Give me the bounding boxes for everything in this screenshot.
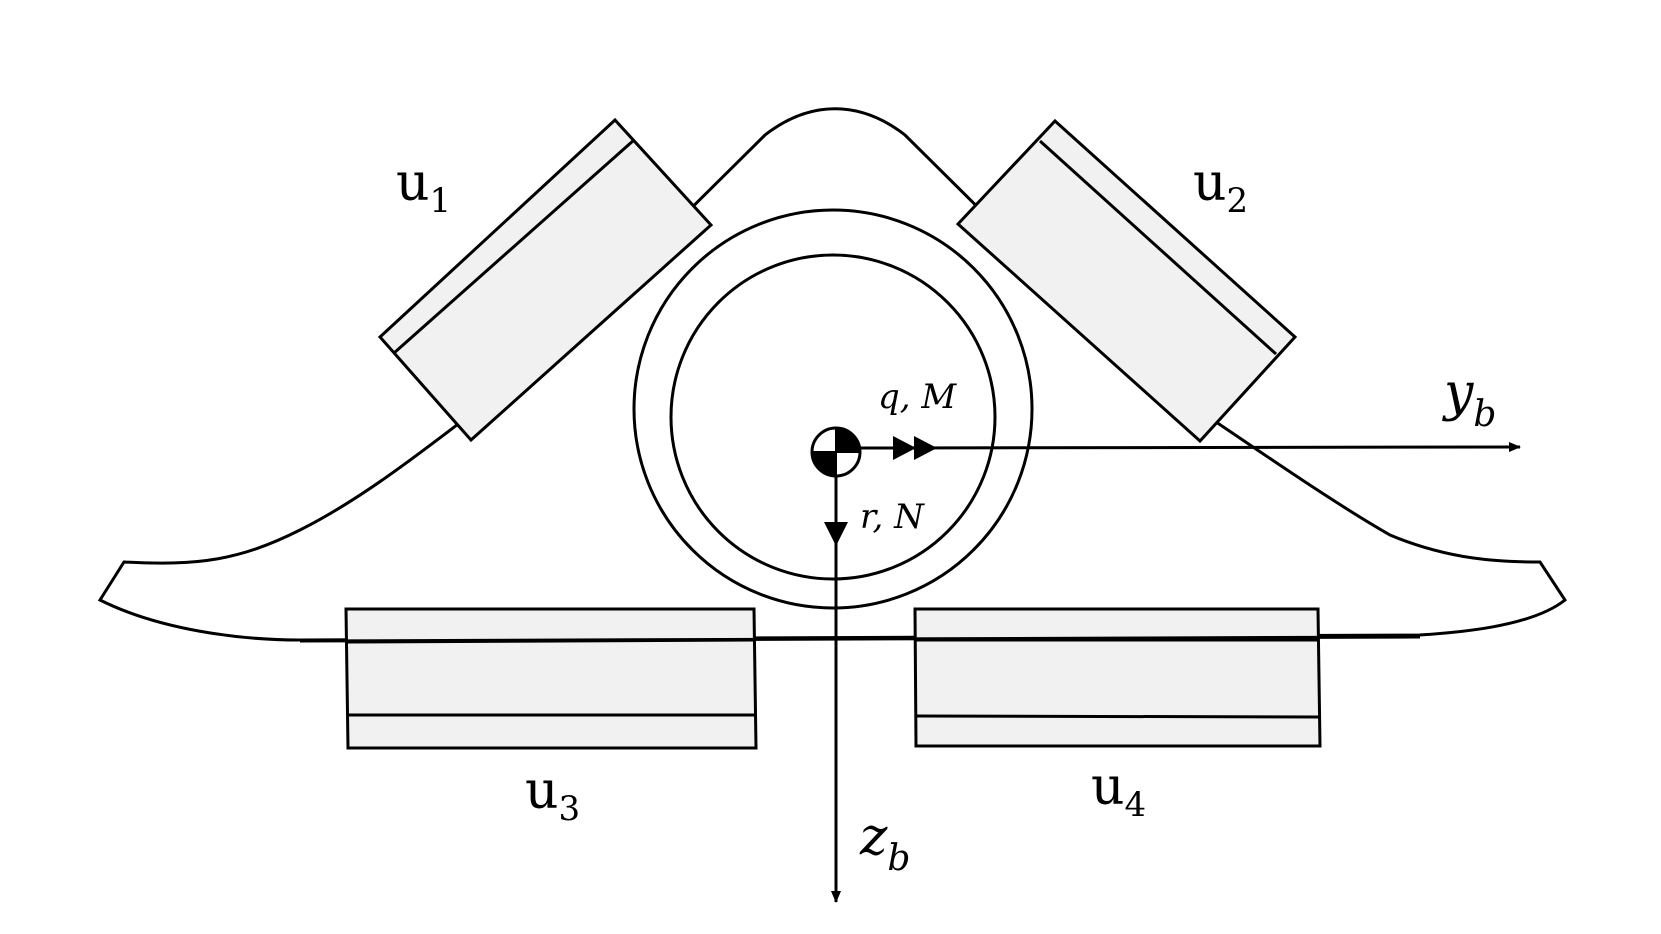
wheel-inner-ring (669, 253, 997, 581)
label-rN: r, N (860, 497, 925, 537)
rail-outline (97, 107, 1568, 642)
label-u1: u1 (396, 153, 451, 221)
wheel-outer-ring (632, 208, 1034, 610)
label-zb: zb (859, 807, 910, 879)
rail-surface-line (299, 635, 1421, 643)
label-yb: yb (1442, 363, 1496, 435)
label-u4: u4 (1091, 757, 1146, 825)
label-qM: q, M (878, 377, 957, 417)
magnet-pad-u3 (344, 607, 758, 750)
label-u3: u3 (525, 761, 580, 829)
double-arrowhead-icon (893, 436, 937, 460)
yb-axis (859, 442, 1521, 453)
magnet-pad-u4 (913, 607, 1322, 748)
arrowhead-down-icon (824, 522, 848, 546)
center-of-mass-icon (810, 426, 862, 478)
magnet-pad-u1 (377, 117, 714, 443)
magnet-pad-u2 (955, 118, 1298, 444)
label-u2: u2 (1193, 153, 1248, 221)
